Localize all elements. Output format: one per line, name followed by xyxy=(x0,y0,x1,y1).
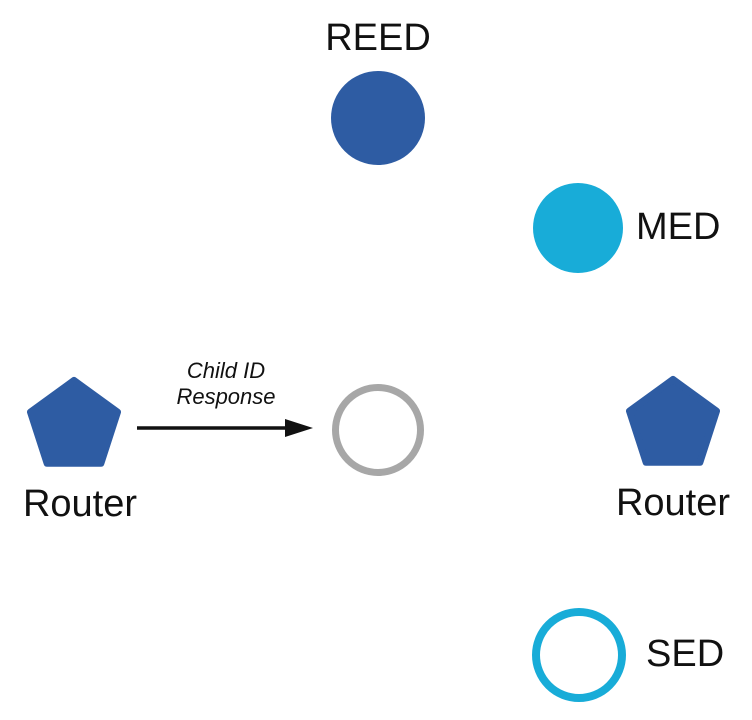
med-node-circle xyxy=(533,183,623,273)
router-left-node-pentagon xyxy=(27,377,121,467)
reed-node-circle xyxy=(331,71,425,165)
sed-node-circle xyxy=(532,608,626,702)
router-right-node-pentagon xyxy=(626,376,720,466)
pentagon-shape xyxy=(27,377,121,467)
med-label: MED xyxy=(636,206,721,248)
reed-label: REED xyxy=(325,17,431,59)
child-id-response-label: Child ID Response xyxy=(176,358,276,410)
child-id-response-arrow xyxy=(137,419,313,437)
pentagon-shape xyxy=(626,376,720,466)
sed-label: SED xyxy=(646,633,725,675)
router-right-label: Router xyxy=(615,482,731,524)
router-left-label: Router xyxy=(22,483,138,525)
arrow-head xyxy=(285,419,313,437)
joining-device-node-circle xyxy=(332,384,424,476)
